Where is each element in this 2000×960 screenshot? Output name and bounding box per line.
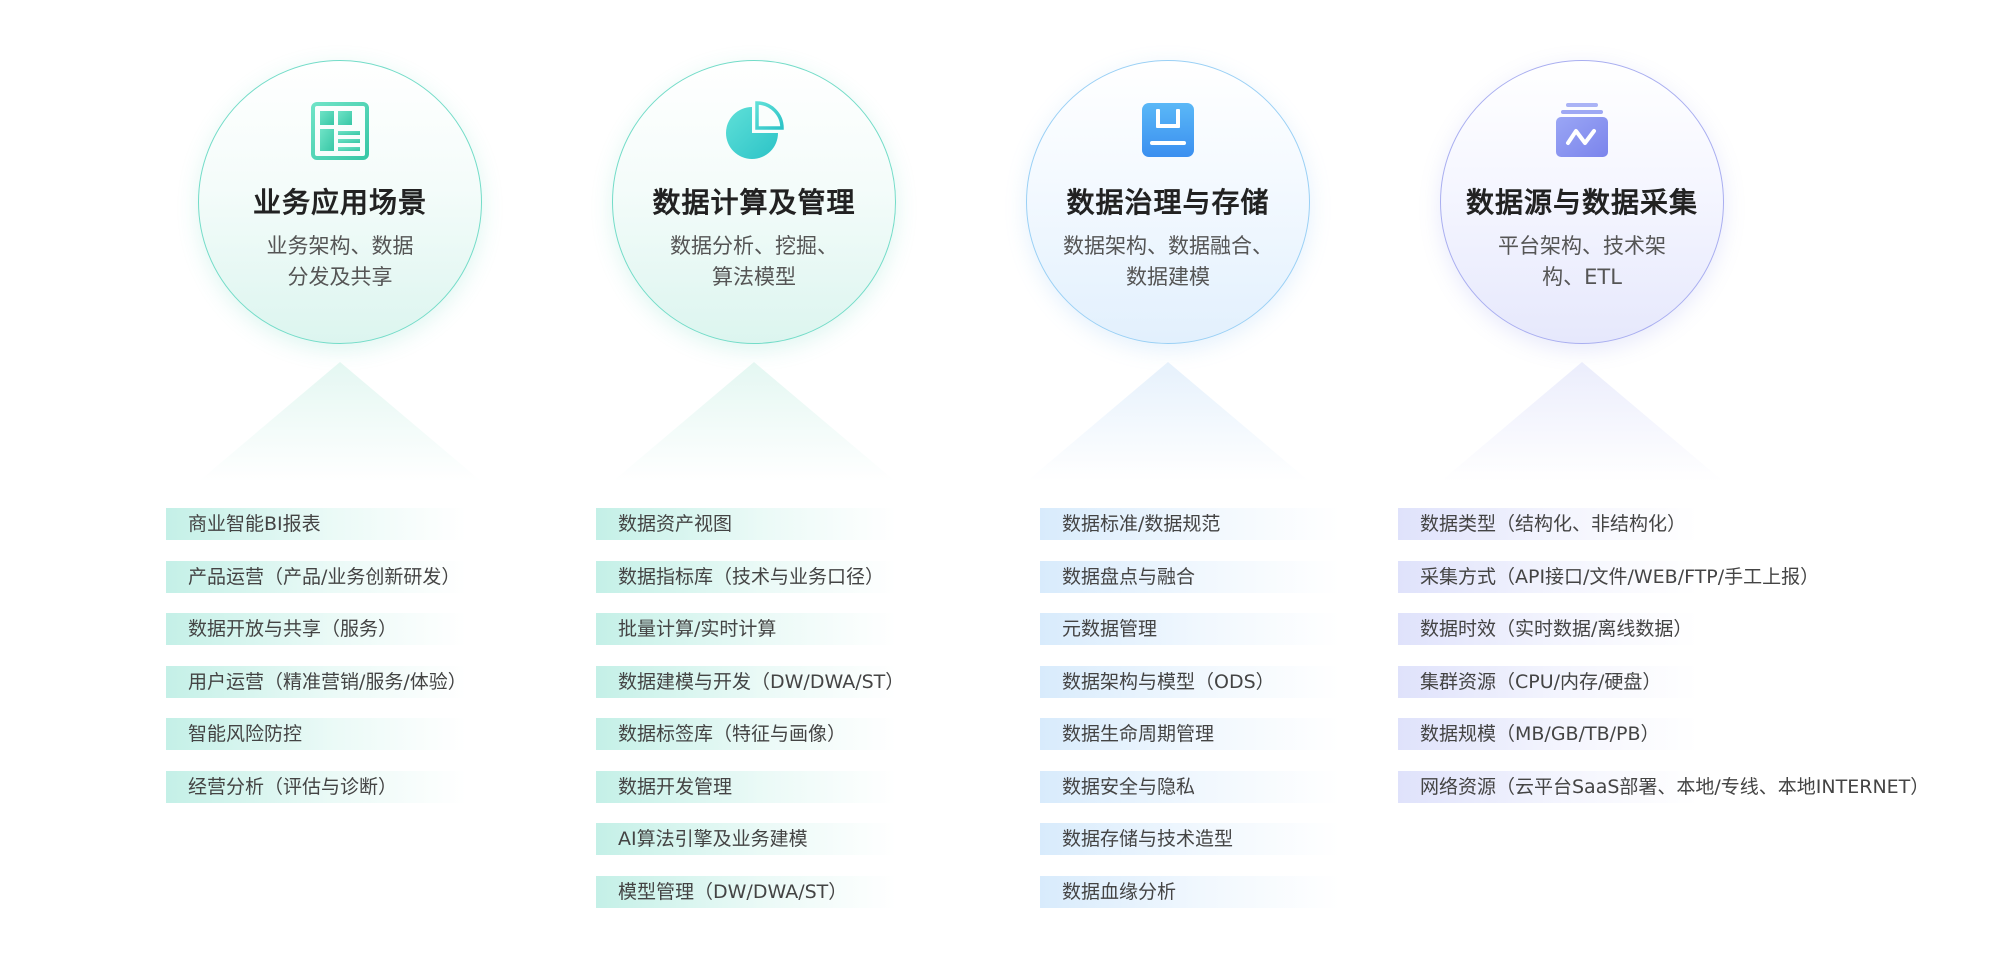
category-card-data-sources: 数据源与数据采集 平台架构、技术架 构、ETL [1440, 60, 1724, 344]
category-title: 数据治理与存储 [1066, 186, 1270, 219]
category-subtitle: 业务架构、数据 分发及共享 [266, 234, 414, 289]
list-item: 网络资源（云平台SaaS部署、本地/专线、本地INTERNET） [1398, 770, 1929, 803]
list-item: 用户运营（精准营销/服务/体验） [166, 665, 467, 698]
category-card-data-governance: 数据治理与存储 数据架构、数据融合、 数据建模 [1026, 60, 1310, 344]
list-item: 数据标准/数据规范 [1040, 508, 1340, 540]
connector-triangle [1440, 362, 1724, 482]
list-item: 数据安全与隐私 [1040, 770, 1340, 803]
category-subtitle: 平台架构、技术架 构、ETL [1498, 234, 1666, 289]
connector-triangle [1026, 362, 1310, 482]
list-item: 产品运营（产品/业务创新研发） [166, 560, 467, 593]
list-item: 数据资产视图 [596, 508, 904, 540]
category-card-business-scenarios: 业务应用场景 业务架构、数据 分发及共享 [198, 60, 482, 344]
list-item: 模型管理（DW/DWA/ST） [596, 875, 904, 908]
list-item: 数据建模与开发（DW/DWA/ST） [596, 665, 904, 698]
list-item: 采集方式（API接口/文件/WEB/FTP/手工上报） [1398, 560, 1929, 593]
pie-chart-icon [726, 101, 784, 159]
item-list: 数据资产视图 数据指标库（技术与业务口径） 批量计算/实时计算 数据建模与开发（… [596, 508, 904, 928]
list-item: 智能风险防控 [166, 718, 467, 750]
list-item: 数据标签库（特征与画像） [596, 718, 904, 750]
list-item: 数据开发管理 [596, 770, 904, 803]
item-list: 数据类型（结构化、非结构化） 采集方式（API接口/文件/WEB/FTP/手工上… [1398, 508, 1929, 823]
item-list: 数据标准/数据规范 数据盘点与融合 元数据管理 数据架构与模型（ODS） 数据生… [1040, 508, 1340, 928]
list-item: 数据类型（结构化、非结构化） [1398, 508, 1929, 540]
category-title: 数据源与数据采集 [1465, 186, 1698, 219]
item-list: 商业智能BI报表 产品运营（产品/业务创新研发） 数据开放与共享（服务） 用户运… [166, 508, 467, 823]
list-item: 元数据管理 [1040, 613, 1340, 645]
list-item: 数据架构与模型（ODS） [1040, 665, 1340, 698]
list-item: 数据指标库（技术与业务口径） [596, 560, 904, 593]
category-subtitle: 数据架构、数据融合、 数据建模 [1063, 234, 1273, 289]
connector-triangle [612, 362, 896, 482]
list-item: 数据血缘分析 [1040, 875, 1340, 908]
list-item: 数据盘点与融合 [1040, 560, 1340, 593]
category-subtitle: 数据分析、挖掘、 算法模型 [670, 234, 838, 289]
list-item: 数据开放与共享（服务） [166, 613, 467, 645]
category-card-data-computing: 数据计算及管理 数据分析、挖掘、 算法模型 [612, 60, 896, 344]
storage-drive-icon [1142, 103, 1194, 157]
list-item: 数据规模（MB/GB/TB/PB） [1398, 718, 1929, 750]
list-item: 数据时效（实时数据/离线数据） [1398, 613, 1929, 645]
connector-triangle [198, 362, 482, 482]
list-item: 数据存储与技术造型 [1040, 823, 1340, 855]
category-title: 数据计算及管理 [652, 186, 856, 219]
list-item: AI算法引擎及业务建模 [596, 823, 904, 855]
list-item: 数据生命周期管理 [1040, 718, 1340, 750]
list-item: 经营分析（评估与诊断） [166, 770, 467, 803]
list-item: 集群资源（CPU/内存/硬盘） [1398, 665, 1929, 698]
data-stack-icon [1556, 103, 1608, 157]
dashboard-grid-icon [311, 102, 369, 160]
list-item: 商业智能BI报表 [166, 508, 467, 540]
category-title: 业务应用场景 [252, 186, 427, 219]
list-item: 批量计算/实时计算 [596, 613, 904, 645]
